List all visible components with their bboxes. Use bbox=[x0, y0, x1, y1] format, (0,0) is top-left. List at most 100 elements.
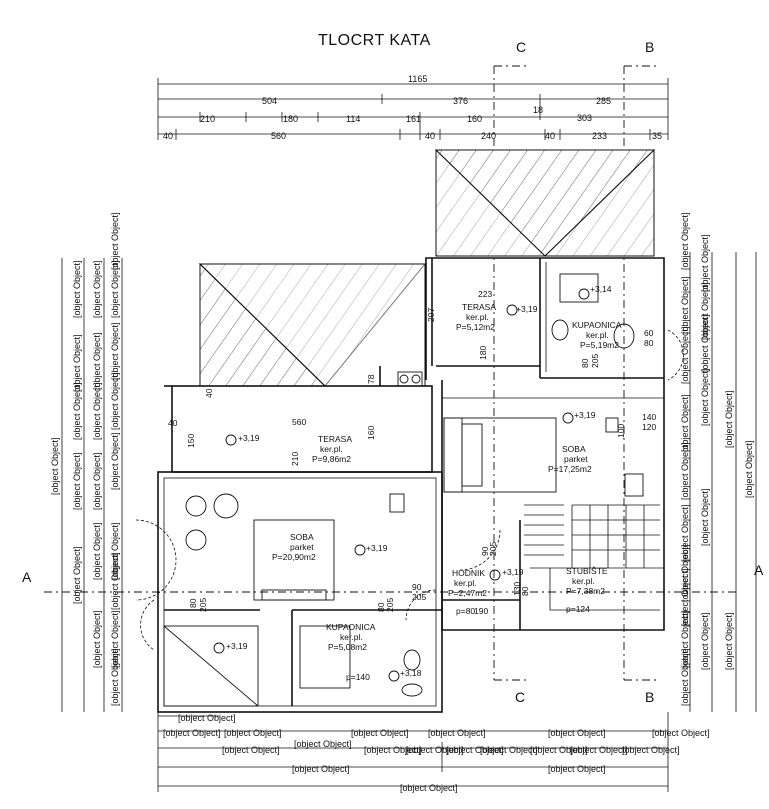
dim-label: 223 bbox=[478, 289, 492, 299]
level-label: +3,19 bbox=[502, 567, 524, 577]
dim-label: [object Object] bbox=[680, 212, 690, 270]
dim-label: 210 bbox=[200, 114, 215, 124]
dim-label: [object Object] bbox=[428, 728, 486, 738]
dim-label: 80 bbox=[376, 602, 386, 612]
room-floor: ker.pl. bbox=[320, 444, 343, 454]
room-area: P=5,12m2 bbox=[456, 322, 495, 332]
dim-label: [object Object] bbox=[548, 764, 606, 774]
dim-label: 150 bbox=[186, 434, 196, 448]
dim-label: [object Object] bbox=[700, 368, 710, 426]
bottom-dimension-values: [object Object] [object Object] [object … bbox=[163, 713, 710, 793]
dim-label: [object Object] bbox=[292, 764, 350, 774]
dim-label: [object Object] bbox=[364, 745, 422, 755]
dim-label: [object Object] bbox=[530, 745, 588, 755]
dim-label: 80 bbox=[580, 358, 590, 368]
room-name: SOBA bbox=[290, 532, 314, 542]
stair-treads bbox=[524, 504, 660, 611]
dim-label: 40 bbox=[204, 388, 214, 398]
dim-label: 190 bbox=[474, 606, 488, 616]
dim-label: [object Object] bbox=[744, 440, 754, 498]
dim-label: [object Object] bbox=[222, 745, 280, 755]
dim-label: [object Object] bbox=[700, 612, 710, 670]
level-label: +3,19 bbox=[516, 304, 538, 314]
dim-label: [object Object] bbox=[72, 334, 82, 392]
room-floor: ker.pl. bbox=[340, 632, 363, 642]
dim-label: [object Object] bbox=[680, 504, 690, 562]
dim-label: 205 bbox=[488, 542, 498, 556]
dim-label: 160 bbox=[366, 426, 376, 440]
section-label-a-right: A bbox=[754, 562, 764, 578]
dim-label: [object Object] bbox=[700, 314, 710, 372]
room-name: KUPAONICA bbox=[572, 320, 622, 330]
dim-label: 80 bbox=[520, 586, 530, 596]
room-area: P=9,86m2 bbox=[312, 454, 351, 464]
dim-label: [object Object] bbox=[680, 326, 690, 384]
dim-label: [object Object] bbox=[680, 442, 690, 500]
room-name: KUPAONICA bbox=[326, 622, 376, 632]
dim-label: [object Object] bbox=[72, 452, 82, 510]
room-name: HODNIK bbox=[452, 568, 485, 578]
dim-label: 35 bbox=[652, 131, 662, 141]
dim-label: p=140 bbox=[346, 672, 370, 682]
section-label-b-bottom: B bbox=[645, 689, 654, 705]
dim-label: 60 bbox=[644, 328, 654, 338]
dim-label: 160 bbox=[467, 114, 482, 124]
dim-label: [object Object] bbox=[110, 432, 120, 490]
top-dimension-values: 1165 504 376 285 303 18 210 180 114 161 … bbox=[163, 74, 662, 141]
level-label: +3,19 bbox=[238, 433, 260, 443]
dim-label: [object Object] bbox=[72, 382, 82, 440]
dim-label: 205 bbox=[198, 598, 208, 612]
furniture bbox=[163, 273, 644, 707]
dim-label: [object Object] bbox=[92, 452, 102, 510]
dim-label: 80 bbox=[188, 598, 198, 608]
dim-label: [object Object] bbox=[680, 394, 690, 452]
roof-hatching bbox=[198, 148, 656, 387]
level-label: +3,19 bbox=[574, 410, 596, 420]
dim-label: [object Object] bbox=[700, 488, 710, 546]
room-area: P=20,90m2 bbox=[272, 552, 316, 562]
dim-label: 180 bbox=[478, 346, 488, 360]
dim-label: [object Object] bbox=[480, 745, 538, 755]
dim-label: 114 bbox=[346, 114, 360, 124]
dim-label: [object Object] bbox=[700, 234, 710, 292]
dim-label: 205 bbox=[412, 592, 426, 602]
dim-label: 205 bbox=[385, 598, 395, 612]
dim-label: 120 bbox=[642, 422, 656, 432]
room-name: SOBA bbox=[562, 444, 586, 454]
dim-label: 207 bbox=[426, 308, 436, 322]
room-floor: parket bbox=[564, 454, 588, 464]
dim-label: [object Object] bbox=[224, 728, 282, 738]
dim-label: [object Object] bbox=[622, 745, 680, 755]
doors bbox=[135, 329, 684, 651]
dim-label: [object Object] bbox=[110, 552, 120, 610]
room-floor: ker.pl. bbox=[454, 578, 477, 588]
section-label-c-top: C bbox=[516, 39, 526, 55]
dim-label: [object Object] bbox=[110, 212, 120, 270]
dim-label: [object Object] bbox=[724, 390, 734, 448]
level-label: +3,19 bbox=[366, 543, 388, 553]
dim-label: 210 bbox=[290, 452, 300, 466]
dim-label: 40 bbox=[545, 131, 555, 141]
dim-label: 40 bbox=[163, 131, 173, 141]
room-area: P=5,19m2 bbox=[580, 340, 619, 350]
room-floor: ker.pl. bbox=[466, 312, 489, 322]
dim-label: [object Object] bbox=[92, 522, 102, 580]
right-dimension-values: [object Object] [object Object] [object … bbox=[680, 212, 754, 706]
dim-label: 180 bbox=[283, 114, 298, 124]
dim-label: 130 bbox=[512, 582, 522, 596]
dim-label: [object Object] bbox=[351, 728, 409, 738]
dim-label: 40 bbox=[425, 131, 435, 141]
inner-dimension-values: 223 207 560 150 160 78 40 40 190 90 205 … bbox=[168, 289, 656, 682]
dim-label: [object Object] bbox=[680, 610, 690, 668]
section-label-a-left: A bbox=[22, 569, 32, 585]
dim-label: 240 bbox=[481, 131, 496, 141]
dim-label: [object Object] bbox=[92, 332, 102, 390]
room-labels: TERASA ker.pl. P=5,12m2 KUPAONICA ker.pl… bbox=[272, 302, 622, 652]
dim-label: [object Object] bbox=[294, 739, 352, 749]
dim-label: 560 bbox=[292, 417, 306, 427]
room-area: P=17,25m2 bbox=[548, 464, 592, 474]
dim-label: 560 bbox=[271, 131, 286, 141]
dim-label: 40 bbox=[168, 418, 178, 428]
dim-label: [object Object] bbox=[446, 745, 504, 755]
room-area: P=2,47m2 bbox=[448, 588, 487, 598]
